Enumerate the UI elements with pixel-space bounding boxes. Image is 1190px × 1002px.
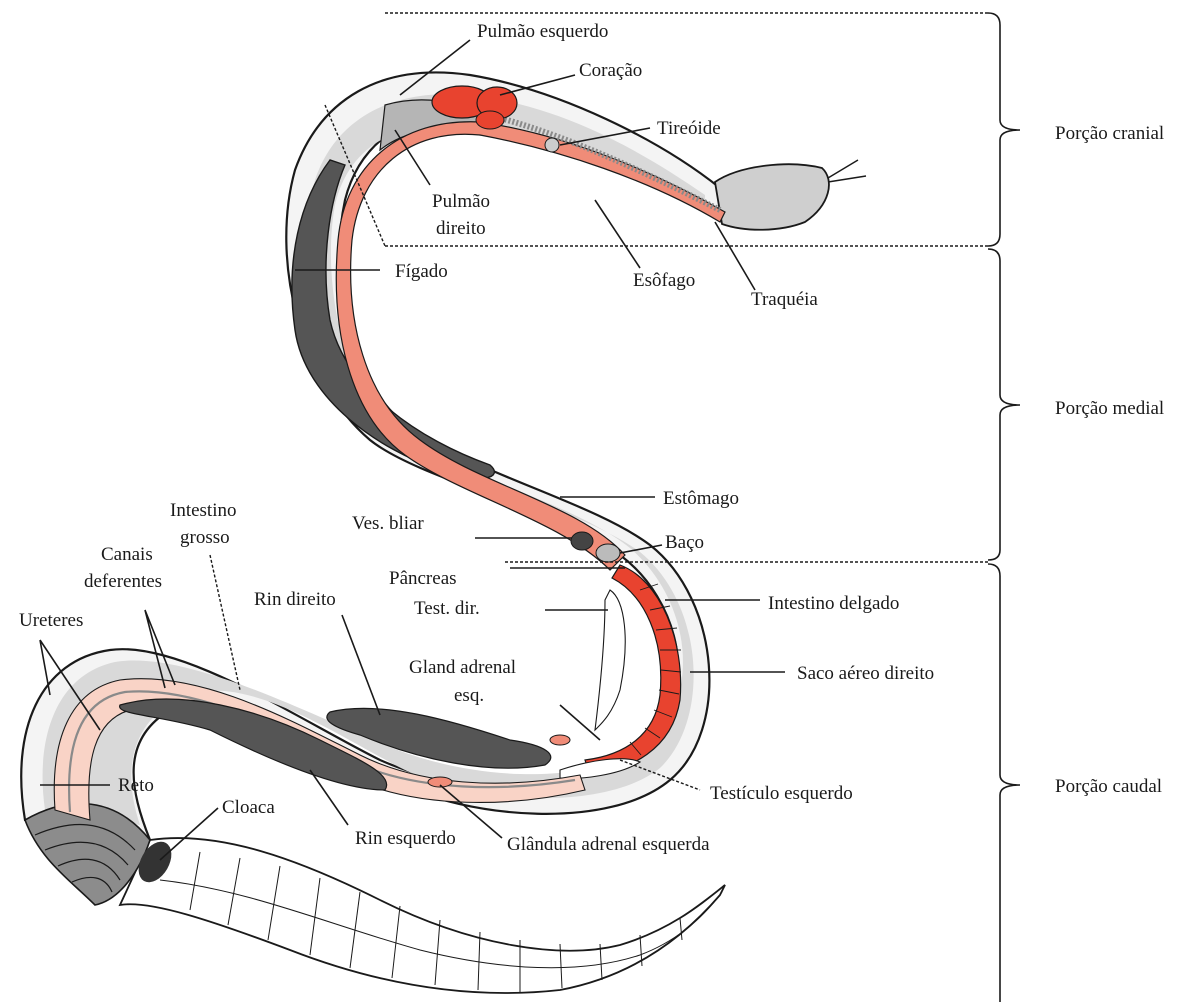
bracket-cranial: [988, 13, 1020, 246]
label-figado: Fígado: [395, 261, 448, 282]
label-traqueia: Traquéia: [751, 289, 818, 310]
label-pulmao-direito-line2: direito: [436, 218, 486, 239]
label-tireoide: Tireóide: [657, 118, 721, 139]
label-canais-deferentes-line1: Canais: [101, 544, 153, 565]
tail: [120, 838, 725, 993]
label-reto: Reto: [118, 775, 154, 796]
bracket-medial: [988, 249, 1020, 560]
label-pancreas: Pâncreas: [389, 568, 457, 589]
label-cloaca: Cloaca: [222, 797, 275, 818]
label-ves-biliar: Ves. bliar: [352, 513, 424, 534]
spleen: [596, 544, 620, 562]
adrenal-gland-right: [550, 735, 570, 745]
label-intestino-grosso-line1: Intestino: [170, 500, 237, 521]
label-porcao-caudal: Porção caudal: [1055, 776, 1162, 797]
label-test-dir: Test. dir.: [414, 598, 480, 619]
label-canais-deferentes-line2: deferentes: [84, 571, 162, 592]
right-testis: [595, 590, 625, 730]
label-estomago: Estômago: [663, 488, 739, 509]
label-gland-adrenal-esq-line2: esq.: [454, 685, 484, 706]
label-intestino-delgado: Intestino delgado: [768, 593, 899, 614]
label-esofago: Esôfago: [633, 270, 695, 291]
label-testiculo-esquerdo: Testículo esquerdo: [710, 783, 853, 804]
label-ureteres: Ureteres: [19, 610, 83, 631]
label-porcao-cranial: Porção cranial: [1055, 123, 1164, 144]
label-rin-direito: Rin direito: [254, 589, 336, 610]
label-saco-aereo-direito: Saco aéreo direito: [797, 663, 934, 684]
tongue: [828, 160, 866, 182]
label-pulmao-direito-line1: Pulmão: [432, 191, 490, 212]
bracket-caudal: [988, 564, 1020, 1002]
gall-bladder: [571, 532, 593, 550]
head: [715, 164, 829, 229]
label-rin-esquerdo: Rin esquerdo: [355, 828, 456, 849]
label-coracao: Coração: [579, 60, 642, 81]
label-gland-adrenal-esq-line1: Gland adrenal: [409, 657, 516, 678]
label-glandula-adrenal-esquerda: Glândula adrenal esquerda: [507, 834, 710, 855]
label-baco: Baço: [665, 532, 704, 553]
label-pulmao-esquerdo: Pulmão esquerdo: [477, 21, 608, 42]
label-porcao-medial: Porção medial: [1055, 398, 1164, 419]
label-intestino-grosso-line2: grosso: [180, 527, 230, 548]
thyroid: [545, 138, 559, 152]
